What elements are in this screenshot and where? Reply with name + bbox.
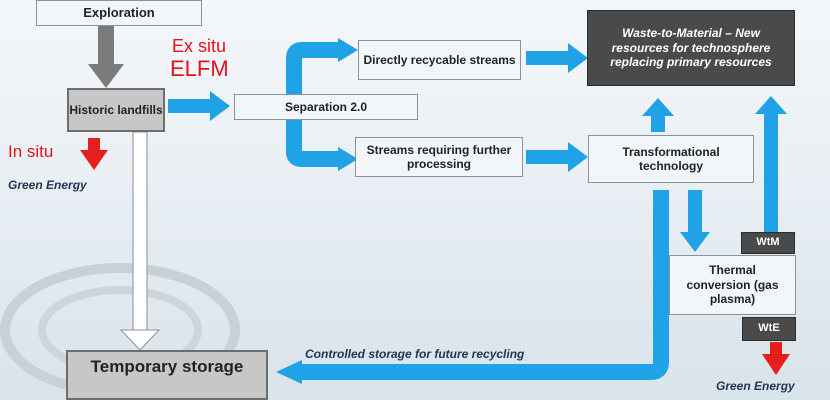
- elfm-label: ELFM: [170, 56, 229, 81]
- green-energy-right-label: Green Energy: [716, 379, 795, 393]
- directly-recycable-box: Directly recycable streams: [358, 40, 521, 80]
- separation-label: Separation 2.0: [284, 99, 368, 114]
- historic-landfills-box: Historic landfills: [67, 88, 165, 132]
- arrow-transformational-to-thermal: [680, 190, 710, 252]
- streams-requiring-box: Streams requiring further processing: [355, 137, 523, 177]
- thermal-conversion-label: Thermal conversion (gas plasma): [686, 263, 779, 307]
- thermal-conversion-box: Thermal conversion (gas plasma): [669, 255, 796, 315]
- wtm-badge: WtM: [741, 232, 795, 254]
- separation-box: Separation 2.0: [234, 94, 418, 120]
- arrow-head-to-streams: [338, 147, 358, 171]
- arrow-head-to-directly: [338, 38, 358, 62]
- arrow-landfills-to-separation: [168, 91, 230, 121]
- wtm-label: WtM: [756, 236, 780, 249]
- controlled-storage-label: Controlled storage for future recycling: [305, 347, 525, 361]
- historic-landfills-label: Historic landfills: [69, 102, 163, 117]
- green-energy-left-label: Green Energy: [8, 178, 87, 192]
- arrow-exploration-to-landfills: [88, 26, 124, 88]
- arrow-wtm-up: [755, 96, 787, 232]
- arrow-streams-to-transformational: [526, 142, 588, 172]
- in-situ-label: In situ: [8, 142, 54, 161]
- directly-recycable-label: Directly recycable streams: [363, 52, 516, 67]
- waste-to-material-label: Waste-to-Material – New resources for te…: [610, 26, 772, 70]
- arrow-directly-to-wtm: [526, 43, 588, 73]
- arrow-transformational-to-wtm: [642, 98, 674, 132]
- transformational-label: Transformational technology: [622, 144, 720, 173]
- arrow-in-situ: [80, 138, 108, 170]
- streams-requiring-label: Streams requiring further processing: [366, 142, 512, 171]
- arrow-wte: [762, 342, 790, 375]
- exploration-label: Exploration: [83, 5, 155, 21]
- arrow-controlled-storage: [300, 190, 669, 380]
- wte-badge: WtE: [742, 317, 796, 341]
- arrow-pipe-split: [286, 42, 340, 167]
- arrow-head-to-temporary: [276, 360, 302, 384]
- wte-label: WtE: [758, 322, 780, 335]
- ex-situ-label: Ex situ: [172, 36, 227, 56]
- exploration-box: Exploration: [36, 0, 202, 26]
- arrow-landfills-to-temporary: [119, 131, 161, 351]
- temporary-storage-box: Temporary storage: [66, 350, 268, 400]
- waste-to-material-box: Waste-to-Material – New resources for te…: [587, 10, 795, 86]
- transformational-box: Transformational technology: [588, 135, 754, 183]
- temporary-storage-label: Temporary storage: [90, 357, 244, 376]
